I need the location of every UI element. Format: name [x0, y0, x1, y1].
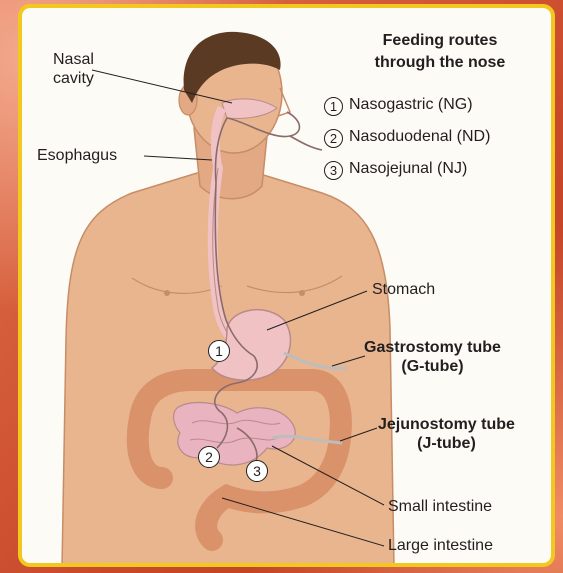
- label-stomach: Stomach: [372, 280, 435, 299]
- legend-number-badge: 3: [324, 161, 343, 180]
- label-esophagus: Esophagus: [37, 146, 117, 165]
- legend-title-line1: Feeding routes: [350, 30, 530, 52]
- marker-2: 2: [198, 446, 220, 468]
- legend-title-line2: through the nose: [350, 52, 530, 74]
- marker-1: 1: [208, 340, 230, 362]
- legend-item-label: Nasoduodenal (ND): [349, 128, 490, 145]
- legend-item-nasoduodenal: 2 Nasoduodenal (ND): [324, 128, 490, 148]
- anatomy-illustration: [22, 8, 555, 567]
- label-gtube-line2: (G-tube): [364, 357, 501, 376]
- marker-3: 3: [246, 460, 268, 482]
- label-large-intestine: Large intestine: [388, 536, 493, 555]
- legend-number-badge: 2: [324, 129, 343, 148]
- label-j-tube: Jejunostomy tube (J-tube): [378, 415, 515, 453]
- label-nasal-line1: Nasal: [53, 50, 94, 69]
- label-jtube-line2: (J-tube): [378, 434, 515, 453]
- legend-item-label: Nasogastric (NG): [349, 96, 473, 113]
- label-g-tube: Gastrostomy tube (G-tube): [364, 338, 501, 376]
- label-gtube-line1: Gastrostomy tube: [364, 338, 501, 357]
- label-nasal-cavity: Nasal cavity: [53, 50, 94, 88]
- legend-title: Feeding routes through the nose: [350, 30, 530, 74]
- legend-item-nasogastric: 1 Nasogastric (NG): [324, 96, 473, 116]
- legend-item-nasojejunal: 3 Nasojejunal (NJ): [324, 160, 467, 180]
- legend-number-badge: 1: [324, 97, 343, 116]
- label-nasal-line2: cavity: [53, 69, 94, 88]
- diagram-frame: Feeding routes through the nose 1 Nasogas…: [18, 4, 555, 567]
- label-jtube-line1: Jejunostomy tube: [378, 415, 515, 434]
- legend-item-label: Nasojejunal (NJ): [349, 160, 467, 177]
- label-small-intestine: Small intestine: [388, 497, 492, 516]
